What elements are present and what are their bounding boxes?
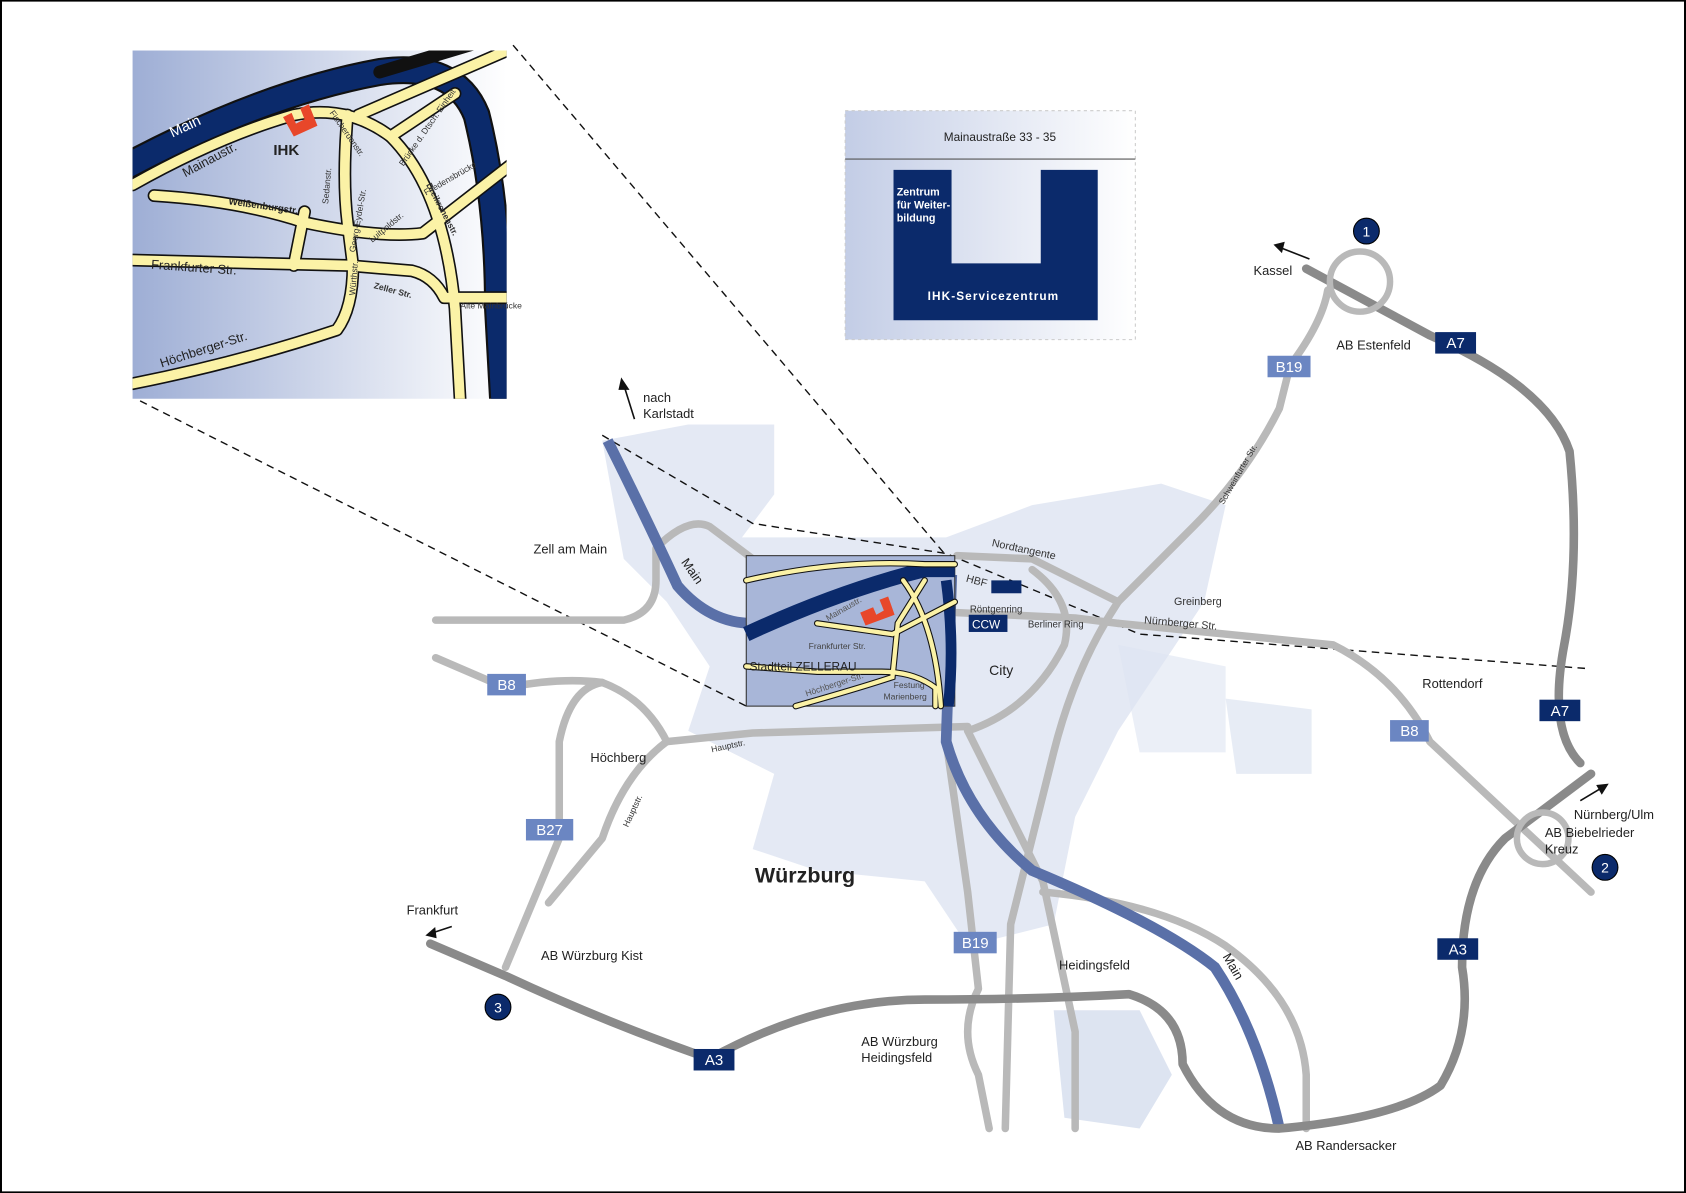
place-label: AB Würzburg Kist <box>541 948 643 963</box>
building-wing-label: Zentrum für Weiter- bildung <box>897 187 953 225</box>
shield-label: B8 <box>497 677 515 694</box>
ihk-building-icon <box>860 596 895 626</box>
wing-line: für Weiter- <box>897 200 951 212</box>
street-label: Alte Mainbrücke <box>460 300 522 310</box>
wing-line: bildung <box>897 212 936 224</box>
street-label: Sedanstr. <box>320 167 333 204</box>
shield-label: B8 <box>1400 723 1418 740</box>
shield-label: B19 <box>1276 359 1303 376</box>
road-shields: A7 A7 A3 A3 B19 B19 B8 B8 B27 <box>487 332 1581 1071</box>
place-label: Frankfurt <box>407 903 459 918</box>
station-icon <box>991 580 1022 594</box>
ccw-badge <box>968 614 1008 632</box>
shield-a7: A7 <box>1435 332 1477 354</box>
marker-label: 1 <box>1363 223 1371 239</box>
shield-a3: A3 <box>1437 938 1479 960</box>
shield-label: A7 <box>1446 335 1464 352</box>
place-label: Greinberg <box>1174 596 1222 608</box>
marker-3[interactable]: 3 <box>484 993 512 1021</box>
place-label: Nürnberg/Ulm <box>1574 807 1654 822</box>
place-label: AB Estenfeld <box>1336 337 1410 352</box>
street-inset: Main IHK Mainaustr. Weißenburgstr. Frank… <box>132 50 522 399</box>
ihk-logo-icon <box>283 104 318 137</box>
place-label: Zell am Main <box>533 542 607 557</box>
place-label: Berliner Ring <box>1028 620 1084 631</box>
marker-label: 3 <box>494 999 502 1015</box>
street-label: Frankfurter Str. <box>151 257 238 278</box>
route-markers: 1 2 3 <box>484 217 1619 1021</box>
marker-2[interactable]: 2 <box>1591 853 1619 881</box>
place-label: HBF <box>965 573 989 590</box>
small-inset-label: Frankfurter Str. <box>809 641 866 651</box>
shield-b8: B8 <box>487 673 526 696</box>
shield-b27: B27 <box>525 818 574 841</box>
direction-arrows <box>425 241 1609 939</box>
shield-label: A3 <box>705 1052 723 1069</box>
river-main <box>602 438 1285 1130</box>
place-label: AB Randersacker <box>1295 1138 1397 1153</box>
building-address: Mainaustraße 33 - 35 <box>944 130 1057 144</box>
place-label: AB Würzburg <box>861 1034 938 1049</box>
shield-label: B27 <box>536 822 563 839</box>
shield-b8: B8 <box>1390 720 1429 742</box>
marker-1[interactable]: 1 <box>1352 217 1380 245</box>
place-label: Röntgenring <box>970 605 1023 616</box>
place-label: nach <box>643 390 671 405</box>
inset-ihk-label: IHK <box>273 142 299 159</box>
building-main-label: IHK-Servicezentrum <box>928 289 1060 303</box>
place-label: City <box>989 662 1013 678</box>
small-street-inset: Mainaustr. Frankfurter Str. Stadtteil ZE… <box>743 555 959 710</box>
place-label: Kreuz <box>1545 841 1579 856</box>
place-label: AB Biebelrieder <box>1545 825 1635 840</box>
place-labels: Zell am Main Höchberg City Heidingsfeld … <box>407 263 1654 1153</box>
shield-label: B19 <box>962 935 989 952</box>
street-label: Würthstr. <box>347 261 360 296</box>
shield-label: A7 <box>1551 703 1569 720</box>
place-label: Rottendorf <box>1422 676 1483 691</box>
place-label: Heidingsfeld <box>1059 957 1130 972</box>
city-title: Würzburg <box>755 863 855 887</box>
place-label: Höchberg <box>590 750 646 765</box>
small-inset-label: Marienberg <box>883 692 927 702</box>
shield-b19: B19 <box>1267 355 1311 378</box>
shield-a3: A3 <box>693 1048 735 1071</box>
shield-a7: A7 <box>1539 699 1581 722</box>
place-label: Kassel <box>1254 263 1293 278</box>
shield-label: A3 <box>1449 941 1467 958</box>
small-inset-label: Stadtteil ZELLERAU <box>749 660 856 674</box>
small-inset-label: Festung <box>894 680 925 690</box>
wing-line: Zentrum <box>897 187 940 199</box>
zoom-guide-lines <box>139 44 1587 707</box>
place-label: Heidingsfeld <box>861 1050 932 1065</box>
shield-b19: B19 <box>953 931 997 954</box>
building-plan: Mainaustraße 33 - 35 Zentrum für Weiter-… <box>844 110 1136 341</box>
marker-label: 2 <box>1601 860 1609 876</box>
ccw-label: CCW <box>972 618 1001 632</box>
place-label: Karlstadt <box>643 406 694 421</box>
